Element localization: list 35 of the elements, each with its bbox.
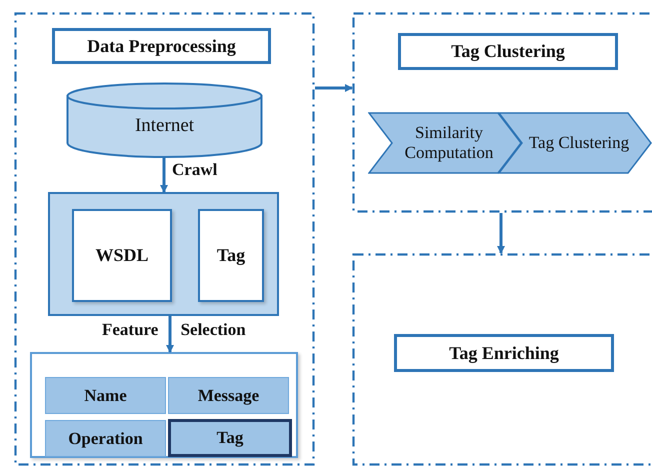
database-cylinder bbox=[66, 82, 263, 158]
dashed-panel bbox=[14, 12, 315, 466]
title-box bbox=[394, 334, 614, 372]
node-label: Operation bbox=[68, 428, 143, 448]
heading: Data Preprocessing bbox=[87, 36, 236, 56]
table-cell bbox=[168, 377, 289, 414]
group-box bbox=[48, 192, 279, 316]
title-box bbox=[398, 33, 618, 70]
arrow bbox=[166, 316, 174, 353]
chevron-step bbox=[368, 112, 522, 174]
node-label: WSDL bbox=[95, 245, 148, 266]
edge-label: Feature Selection bbox=[102, 320, 246, 340]
arrow bbox=[497, 213, 505, 254]
node-label: Internet bbox=[134, 115, 194, 137]
arrow bbox=[160, 158, 168, 193]
heading: Tag Clustering bbox=[451, 41, 565, 62]
chevron-step bbox=[498, 112, 652, 174]
node-label: Tag Clustering bbox=[528, 133, 630, 153]
document-card bbox=[198, 209, 264, 302]
table-cell bbox=[45, 420, 166, 457]
table-cell bbox=[45, 377, 166, 414]
node-label: Message bbox=[198, 386, 260, 406]
node-label: Similarity Computation bbox=[404, 123, 494, 163]
dashed-panel bbox=[352, 253, 652, 466]
table-cell bbox=[168, 419, 292, 457]
heading: Tag Enriching bbox=[449, 342, 559, 364]
node-label: Tag bbox=[216, 428, 244, 448]
title-box bbox=[52, 28, 271, 64]
feature-box bbox=[30, 352, 298, 458]
arrow bbox=[315, 84, 353, 92]
document-card bbox=[72, 209, 172, 302]
node-label: Tag bbox=[216, 245, 246, 266]
edge-label: Crawl bbox=[172, 160, 218, 180]
dashed-panel bbox=[352, 12, 652, 213]
node-label: Name bbox=[84, 386, 127, 406]
